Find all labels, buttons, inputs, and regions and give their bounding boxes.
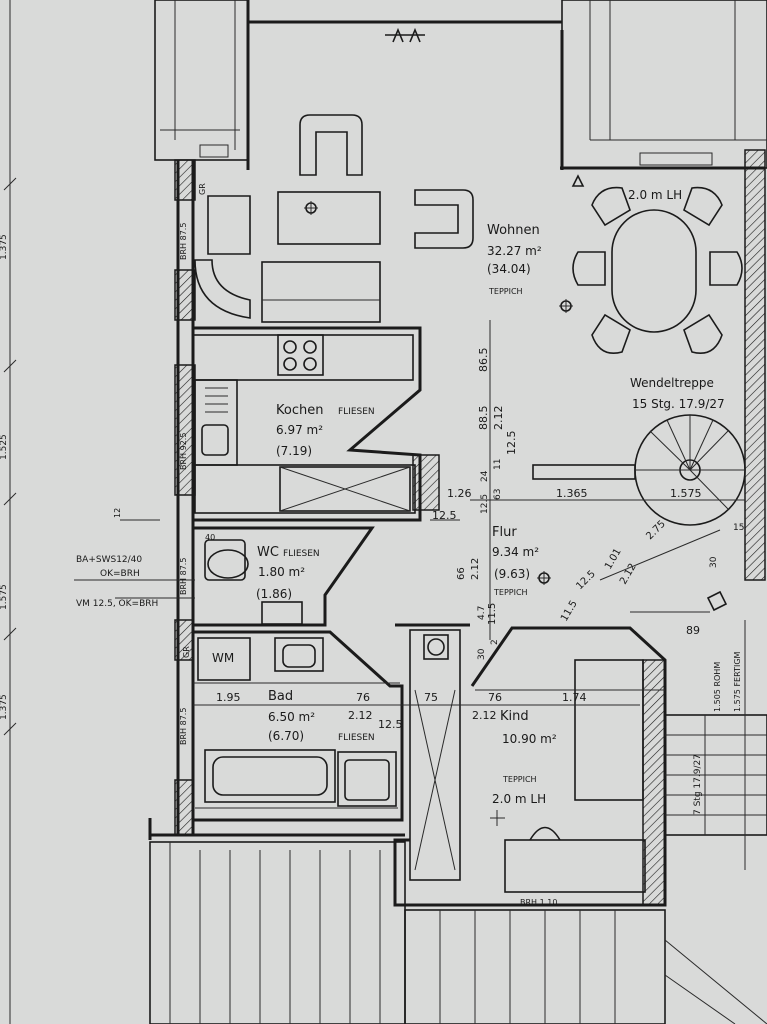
kind-walls xyxy=(393,623,667,907)
note-gr-1: GR xyxy=(198,183,207,195)
dim-2-12-e: 2.12 xyxy=(472,709,497,722)
wc-walls xyxy=(193,526,375,627)
flur-name: Flur xyxy=(492,525,517,540)
flur-area-alt: (9.63) xyxy=(494,567,530,581)
wohnen-area-alt: (34.04) xyxy=(487,262,531,276)
dim-2-12-d: 2.12 xyxy=(348,709,373,722)
dim-86-5: 86.5 xyxy=(477,348,490,373)
note-fertig: 1.575 FERTIGM xyxy=(733,651,742,712)
wc-area: 1.80 m² xyxy=(258,565,305,579)
note-gr-2: GR xyxy=(182,646,191,658)
outer-walls xyxy=(148,0,766,840)
kind-floor: TEPPICH xyxy=(502,775,537,784)
kind-height: 2.0 m LH xyxy=(492,792,546,806)
dim-76-a: 76 xyxy=(356,691,370,704)
spiral-stair xyxy=(532,414,746,526)
dim-11: 11 xyxy=(493,459,503,470)
dim-left-1-375-b: 1.375 xyxy=(0,694,9,720)
note-brh-4: BRH 87.5 xyxy=(179,708,188,745)
living-furniture xyxy=(194,27,585,323)
dimension-lines xyxy=(74,320,745,706)
dim-11-5-a: 11.5 xyxy=(487,603,498,625)
note-stg-right: 7 Stg 17.9/27 xyxy=(693,754,703,815)
note-ok1: OK=BRH xyxy=(100,569,140,579)
note-v40: 40 xyxy=(205,533,215,542)
dim-2-12-a: 2.12 xyxy=(492,406,505,431)
right-stair xyxy=(664,590,767,870)
wc-area-alt: (1.86) xyxy=(256,587,292,601)
dim-left-1-375: 1.375 xyxy=(0,234,9,260)
stair-name: Wendeltreppe xyxy=(630,376,714,390)
kochen-name: Kochen xyxy=(276,403,323,418)
kind-brh: BRH 1.10 xyxy=(520,898,557,907)
wohnen-area: 32.27 m² xyxy=(487,244,542,258)
dim-2-12-c: 2.12 xyxy=(618,562,639,587)
wc-name: WC xyxy=(257,545,279,560)
stair-spec: 15 Stg. 17.9/27 xyxy=(632,397,725,411)
dim-left-1-525: 1.525 xyxy=(0,434,9,460)
wc-floor: FLIESEN xyxy=(283,549,320,559)
bad-name: Bad xyxy=(268,689,293,704)
dining-table xyxy=(572,186,743,354)
flur-floor: TEPPICH xyxy=(493,588,528,597)
dim-75: 75 xyxy=(424,691,438,704)
dim-24: 24 xyxy=(480,470,490,482)
balcony-top-right xyxy=(561,0,767,169)
note-vm: VM 12.5, OK=BRH xyxy=(76,599,158,609)
flur-area: 9.34 m² xyxy=(492,545,539,559)
kochen-area: 6.97 m² xyxy=(276,423,323,437)
dim-30: 30 xyxy=(709,556,719,568)
dim-12-5-c: 12.5 xyxy=(432,509,457,522)
balcony-top-left xyxy=(154,0,249,161)
wohnen-name: Wohnen xyxy=(487,223,540,238)
dim-1-95: 1.95 xyxy=(216,691,241,704)
left-margin-dimension xyxy=(3,0,17,1024)
bad-area-alt: (6.70) xyxy=(268,729,304,743)
dim-63: 63 xyxy=(493,489,503,500)
wohnen-floor: TEPPICH xyxy=(488,287,523,296)
dim-1-575: 1.575 xyxy=(670,487,702,500)
dim-4-7: 4.7 xyxy=(477,606,487,620)
dim-88-5: 88.5 xyxy=(477,406,490,431)
dim-30-b: 30 xyxy=(477,648,487,660)
dim-2-12-b: 2.12 xyxy=(470,558,481,580)
note-brh-1: BRH 87.5 xyxy=(179,223,188,260)
bad-wm: WM xyxy=(212,651,234,665)
dim-66: 66 xyxy=(456,567,467,580)
dim-12-5-e: 12.5 xyxy=(378,718,403,731)
kind-area: 10.90 m² xyxy=(502,732,557,746)
note-v12: 12 xyxy=(113,508,122,518)
dim-89: 89 xyxy=(686,624,700,637)
bad-floor: FLIESEN xyxy=(338,733,375,743)
dim-1-26: 1.26 xyxy=(447,487,472,500)
kochen-floor: FLIESEN xyxy=(338,407,375,417)
note-ba: BA+SWS12/40 xyxy=(76,555,142,565)
dim-left-1-575: 1.575 xyxy=(0,584,9,610)
dim-2: 2 xyxy=(490,639,500,645)
wohnen-height: 2.0 m LH xyxy=(628,188,682,202)
dim-1-365: 1.365 xyxy=(556,487,588,500)
kind-name: Kind xyxy=(500,709,529,724)
balcony-bottom xyxy=(149,841,767,1024)
note-rohm: 1.505 ROHM xyxy=(713,662,722,712)
dim-76-b: 76 xyxy=(488,691,502,704)
dim-12-5-d: 12.5 xyxy=(574,569,598,593)
kochen-area-alt: (7.19) xyxy=(276,444,312,458)
kitchen-walls xyxy=(192,326,440,522)
note-brh-2: BRH 92.5 xyxy=(179,433,188,470)
dim-15: 15 xyxy=(733,523,744,533)
dim-11-5-b: 11.5 xyxy=(559,599,580,624)
bath-walls xyxy=(193,630,404,822)
dim-2-75: 2.75 xyxy=(644,519,668,543)
dim-1-74: 1.74 xyxy=(562,691,587,704)
flur-markers xyxy=(537,571,551,585)
dim-1-01: 1.01 xyxy=(603,547,624,572)
dim-12-5-a: 12.5 xyxy=(505,431,518,456)
bad-area: 6.50 m² xyxy=(268,710,315,724)
dim-12-5-b: 12.5 xyxy=(480,494,490,514)
note-brh-3: BRH 87.5 xyxy=(179,558,188,595)
